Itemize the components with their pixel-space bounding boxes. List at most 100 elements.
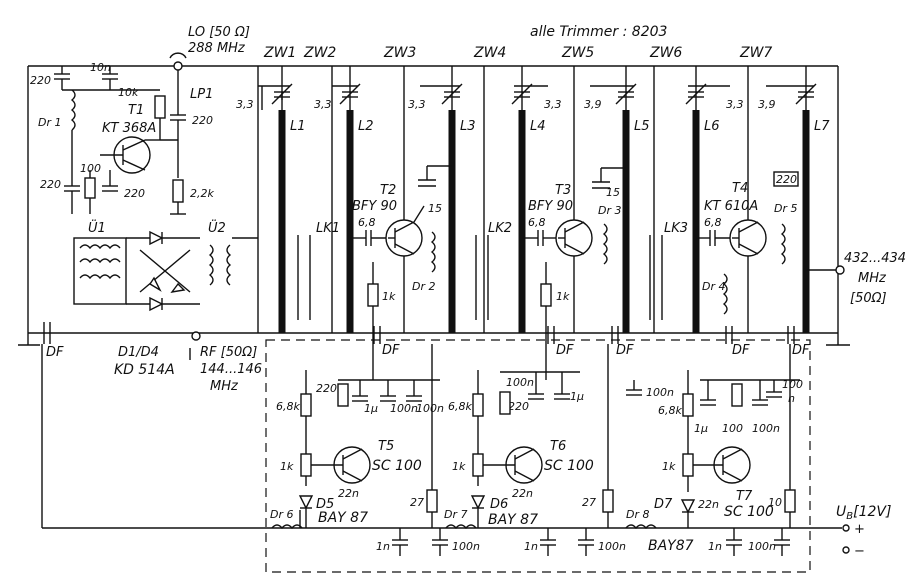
- r10k-label: 10k: [118, 86, 139, 99]
- dr4-label: Dr 4: [702, 280, 726, 293]
- c68-t3-label: 6,8: [528, 216, 546, 229]
- lk2-label: LK2: [488, 221, 512, 236]
- c100n-t5b-label: 100n: [416, 402, 444, 415]
- t5-ref: T5: [378, 439, 394, 454]
- r22k: [170, 179, 186, 215]
- u1-label: Ü1: [88, 219, 106, 236]
- c68-t2-label: 6,8: [358, 216, 376, 229]
- d5-ref: D5: [316, 497, 334, 512]
- df-l5-label: DF: [616, 343, 634, 358]
- c1u-t6-label: 1μ: [570, 390, 584, 403]
- zw7-label: ZW7: [739, 45, 772, 61]
- c220-emitter-label: 220: [124, 187, 145, 200]
- lp1-c220-label: 220: [192, 114, 213, 127]
- l2-label: L2: [358, 119, 374, 134]
- r100-t7-top-label: 100: [782, 378, 803, 391]
- c68-t2: [350, 230, 388, 246]
- c15-t2: [418, 165, 452, 187]
- output-impedance: [50Ω]: [850, 291, 887, 306]
- t3-type: BFY 90: [528, 199, 573, 214]
- coupler-lk3: [649, 235, 663, 320]
- dr5-label: Dr 5: [774, 202, 798, 215]
- zw6-label: ZW6: [649, 45, 682, 61]
- df-t3-label: DF: [556, 343, 574, 358]
- c100n-t5-bottom-label: 100n: [452, 540, 480, 553]
- t5-type: SC 100: [372, 458, 422, 474]
- d6-type: BAY 87: [488, 512, 538, 528]
- trimmer-group-l7: [766, 83, 817, 105]
- r1k-t6-label: 1k: [452, 460, 466, 473]
- chassis-right-ground: [826, 66, 850, 346]
- mixer-diode-ring: [126, 230, 200, 312]
- mixer-diodes-type: KD 514A: [114, 362, 175, 378]
- dr6-label: Dr 6: [270, 508, 294, 521]
- r10k: [154, 95, 166, 140]
- bias-enclosure: [265, 339, 811, 573]
- output-freq-1: 432...434: [844, 251, 906, 266]
- c1n-t6-label: 1n: [524, 540, 538, 553]
- c10n: [62, 66, 160, 91]
- c22n-t7-label: 22n: [698, 498, 719, 511]
- c100n-t7-bottom: [774, 528, 790, 556]
- supply-bus: [41, 344, 842, 529]
- df-left: [43, 322, 51, 344]
- c39-l7-label: 3,9: [758, 98, 776, 111]
- r27-t6-label: 27: [582, 496, 596, 509]
- t7-transistor: [693, 446, 751, 484]
- r1k-t3-label: 1k: [556, 290, 570, 303]
- dr8-label: Dr 8: [626, 508, 650, 521]
- n-t7-top-label: n: [788, 392, 795, 405]
- trimmer-group-l5: [590, 83, 637, 105]
- c15-t2-label: 15: [428, 202, 442, 215]
- supply-label: UB[12V]: [836, 504, 891, 522]
- supply-minus: −: [854, 544, 865, 559]
- c1n-t5-label: 1n: [376, 540, 390, 553]
- t5-transistor: [311, 446, 371, 484]
- mixer-diodes-ref: D1/D4: [118, 345, 159, 360]
- l6-label: L6: [704, 119, 720, 134]
- c100n-t7-bottom-label: 100n: [748, 540, 776, 553]
- rf-input-connector: [189, 331, 201, 360]
- t4-type: KT 610A: [704, 199, 758, 214]
- dr1-label: Dr 1: [38, 116, 62, 129]
- l7-label: L7: [814, 119, 830, 134]
- c68-t4: [696, 230, 732, 246]
- c68-t3: [522, 230, 558, 246]
- c33-l2-label: 3,3: [314, 98, 332, 111]
- rf-port-freq-1: 144...146: [200, 362, 262, 377]
- dr6-choke: [271, 524, 303, 530]
- l4-label: L4: [530, 119, 546, 134]
- t1-transistor: [100, 136, 160, 174]
- dr7-choke: [445, 524, 477, 530]
- dr8-choke: [625, 524, 657, 530]
- r27-t5: [426, 344, 438, 528]
- r100-t1: [84, 170, 96, 214]
- rf-port-label: RF [50Ω]: [200, 345, 257, 360]
- l1-label: L1: [290, 119, 306, 134]
- lo-input-connector: [169, 52, 187, 71]
- t7-decoupling-caps: [700, 379, 800, 407]
- c100n-mid-label: 100n: [646, 386, 674, 399]
- chassis-left-ground: [18, 66, 40, 346]
- r1k-t3: [540, 262, 552, 380]
- c1n-t7-label: 1n: [708, 540, 722, 553]
- c220-t1-emitter: [102, 170, 118, 192]
- c100n-t6-bottom: [578, 528, 594, 556]
- c100n-t5a-label: 100n: [390, 402, 418, 415]
- t5-decoupling-caps: [337, 379, 440, 407]
- r100-label: 100: [80, 162, 101, 175]
- c15-t3-label: 15: [606, 186, 620, 199]
- trimmer-group-l1: [258, 83, 293, 110]
- lp1-c220: [160, 70, 186, 178]
- l3-label: L3: [460, 119, 476, 134]
- t2-type: BFY 90: [352, 199, 397, 214]
- c220-t4-label: 220: [776, 173, 797, 186]
- dr1-choke: [70, 89, 76, 148]
- c100n-t6-bottom-label: 100n: [598, 540, 626, 553]
- t4-ref: T4: [732, 181, 748, 196]
- c22n-t6-label: 22n: [512, 487, 533, 500]
- d7-type: BAY87: [648, 538, 694, 554]
- trimmer-group-l6: [685, 83, 730, 105]
- lk3-label: LK3: [664, 221, 688, 236]
- c33-l4-label: 3,3: [544, 98, 562, 111]
